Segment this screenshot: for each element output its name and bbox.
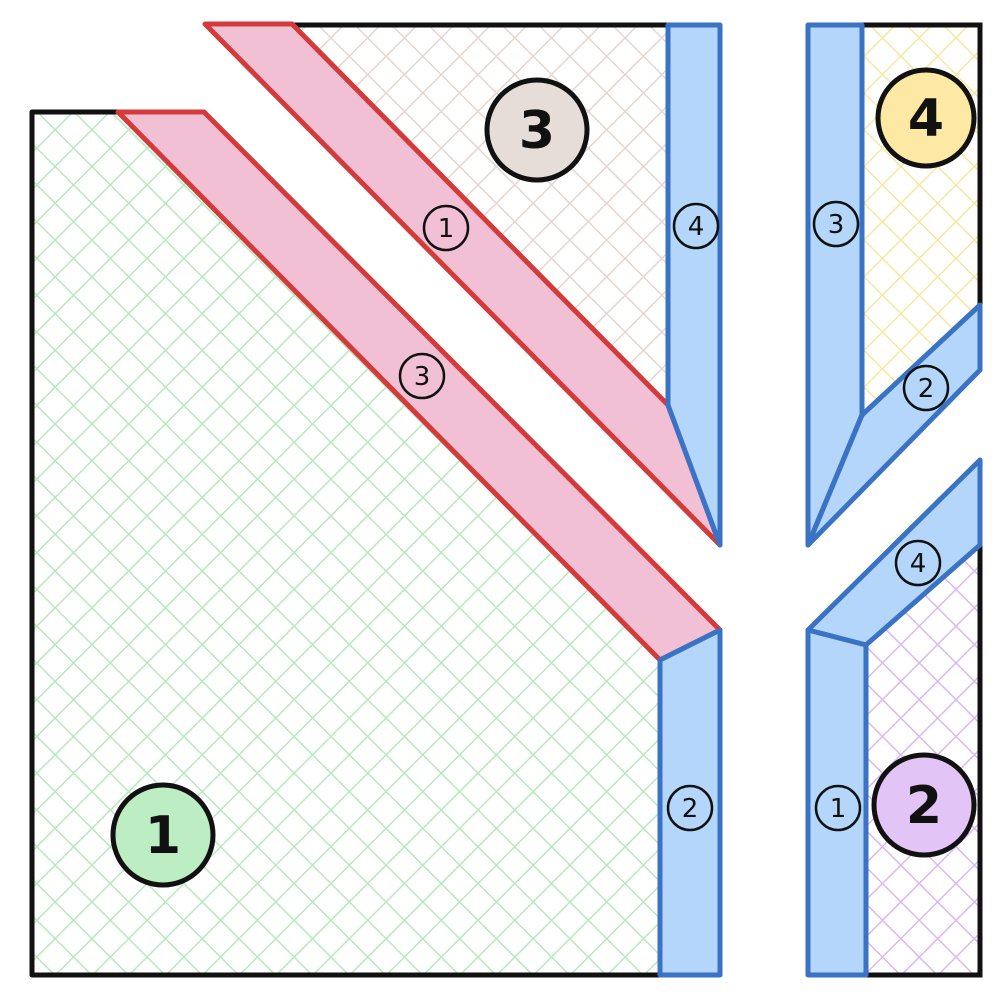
region-4-badge: 4: [875, 67, 977, 169]
blue-strip-2-left-label: 2: [682, 794, 699, 824]
region-1: [29, 109, 660, 978]
strip-label-blue-4-lower: 4: [894, 539, 942, 587]
blue-strip-4-top-label: 4: [688, 212, 705, 242]
strip-label-blue-2-left: 2: [666, 784, 714, 832]
blue-strip-1-label: 1: [830, 794, 847, 824]
region-2-label: 2: [906, 776, 942, 836]
strip-label-blue-4-top: 4: [672, 202, 720, 250]
strip-label-red-1: 1: [422, 204, 470, 252]
strip-label-red-3: 3: [398, 352, 446, 400]
blue-strip-3-label: 3: [828, 210, 845, 240]
red-strip-3-label: 3: [414, 362, 431, 392]
region-2-badge: 2: [871, 752, 977, 858]
strip-label-blue-2-right: 2: [902, 364, 950, 412]
strip-label-blue-3: 3: [812, 200, 860, 248]
region-1-badge: 1: [110, 782, 216, 888]
region-3-badge: 3: [484, 77, 590, 183]
blue-strip-2-right: [805, 302, 983, 548]
blue-strip-4-top: [665, 22, 723, 548]
red-strip-1-label: 1: [438, 214, 455, 244]
strip-label-blue-1: 1: [814, 784, 862, 832]
region-3-label: 3: [519, 101, 555, 161]
blue-strip-4-lower-label: 4: [910, 549, 927, 579]
region-1-label: 1: [145, 806, 181, 866]
region-4-label: 4: [908, 89, 944, 149]
blue-strip-2-right-label: 2: [918, 374, 935, 404]
